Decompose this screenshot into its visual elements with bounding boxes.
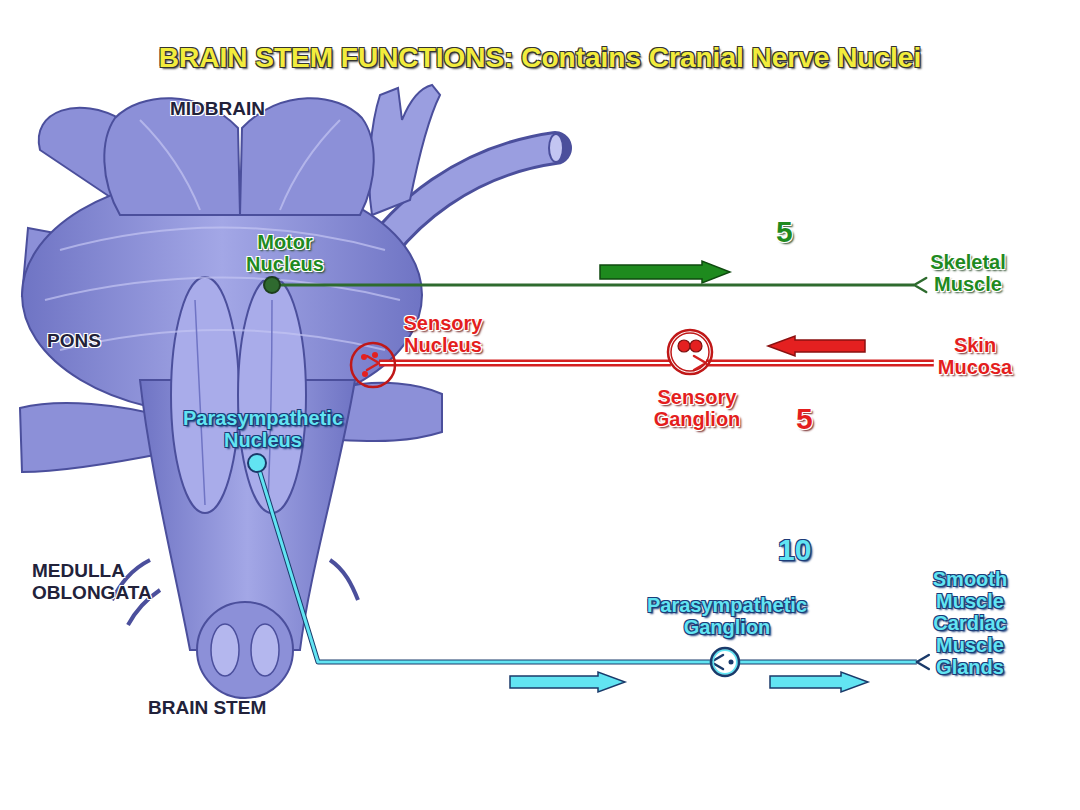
nucleus-ring (351, 343, 395, 387)
fiber-core (739, 661, 917, 664)
node-label: Parasympathetic Ganglion (647, 594, 807, 638)
nucleus-marker (665, 327, 715, 377)
marker-shape (348, 340, 398, 390)
illustration-part (549, 134, 563, 162)
nerve-node: Parasympathetic Ganglion (643, 590, 811, 683)
illustration-part (770, 672, 868, 692)
nerve-node: Sensory Ganglion (650, 323, 745, 434)
illustration-part (171, 277, 239, 513)
nerve-fiber (694, 356, 934, 370)
illustration-part (340, 383, 442, 441)
nucleus-marker (708, 645, 742, 679)
fiber-line (739, 660, 917, 665)
node-label: Smooth Muscle Cardiac Muscle Glands (933, 568, 1007, 678)
fiber-line (706, 360, 934, 367)
node-label: Sensory Ganglion (654, 386, 741, 430)
region-label: MIDBRAIN (170, 98, 265, 120)
nerve-fiber (257, 463, 723, 669)
illustration-part (251, 624, 279, 676)
node-label: Skin Mucosa (938, 334, 1012, 378)
node-label: Motor Nucleus (246, 231, 324, 275)
nerve-node: Skeletal Muscle (926, 247, 1010, 299)
cell-body (362, 371, 368, 377)
region-label: MEDULLA OBLONGATA (32, 560, 152, 604)
ganglion-ring (713, 650, 737, 674)
illustration-part (369, 85, 440, 215)
cranial-nerve-number: 5 (776, 215, 793, 249)
cell-body (728, 660, 733, 665)
node-label: Parasympathetic Nucleus (183, 407, 343, 451)
nerve-ending (367, 356, 379, 370)
cranial-nerve-number: 5 (796, 402, 813, 436)
marker-shape (665, 327, 715, 377)
ganglion-ring (671, 333, 709, 371)
fiber-line (379, 360, 671, 367)
nucleus-marker (261, 274, 283, 296)
illustration-part (211, 624, 239, 676)
cell-body (372, 352, 378, 358)
diagram-title: BRAIN STEM FUNCTIONS: Contains Cranial N… (159, 42, 921, 74)
illustration-part (600, 261, 730, 283)
cell-body (678, 340, 690, 352)
nerve-node: Motor Nucleus (242, 227, 328, 300)
nerve-ending (917, 655, 929, 669)
marker-shape (261, 274, 283, 296)
nerve-ending (914, 278, 926, 292)
fiber-line (257, 463, 711, 662)
cranial-nerve-number: 10 (778, 533, 811, 567)
marker-shape (708, 645, 742, 679)
nucleus-ring (668, 330, 712, 374)
nucleus-ring (711, 648, 739, 676)
nerve-fiber (272, 278, 926, 292)
region-label: BRAIN STEM (148, 697, 266, 719)
cell-body (361, 354, 367, 360)
illustration-part (20, 85, 563, 698)
nucleus-dot (248, 454, 266, 472)
illustration-part (510, 672, 625, 692)
fiber-line (272, 284, 914, 287)
nerve-fiber (739, 655, 929, 669)
illustration-part (45, 120, 400, 350)
nerve-node: Smooth Muscle Cardiac Muscle Glands (929, 564, 1011, 682)
fiber-core (379, 362, 671, 364)
cell-body (690, 340, 702, 352)
fiber-core (706, 362, 934, 364)
region-label: PONS (47, 330, 101, 352)
nucleus-marker (348, 340, 398, 390)
marker-shape (245, 451, 269, 475)
fiber-core (257, 463, 711, 662)
illustration-part (197, 602, 293, 698)
illustration-part (768, 336, 865, 356)
nerve-fiber (367, 356, 671, 370)
nerve-node: Skin Mucosa (934, 330, 1016, 382)
nerve-node: Parasympathetic Nucleus (179, 403, 347, 479)
node-label: Sensory Nucleus (404, 312, 483, 356)
nucleus-marker (245, 451, 269, 475)
nerve-node: Sensory Nucleus (344, 308, 486, 394)
nucleus-dot (264, 277, 280, 293)
node-label: Skeletal Muscle (930, 251, 1006, 295)
